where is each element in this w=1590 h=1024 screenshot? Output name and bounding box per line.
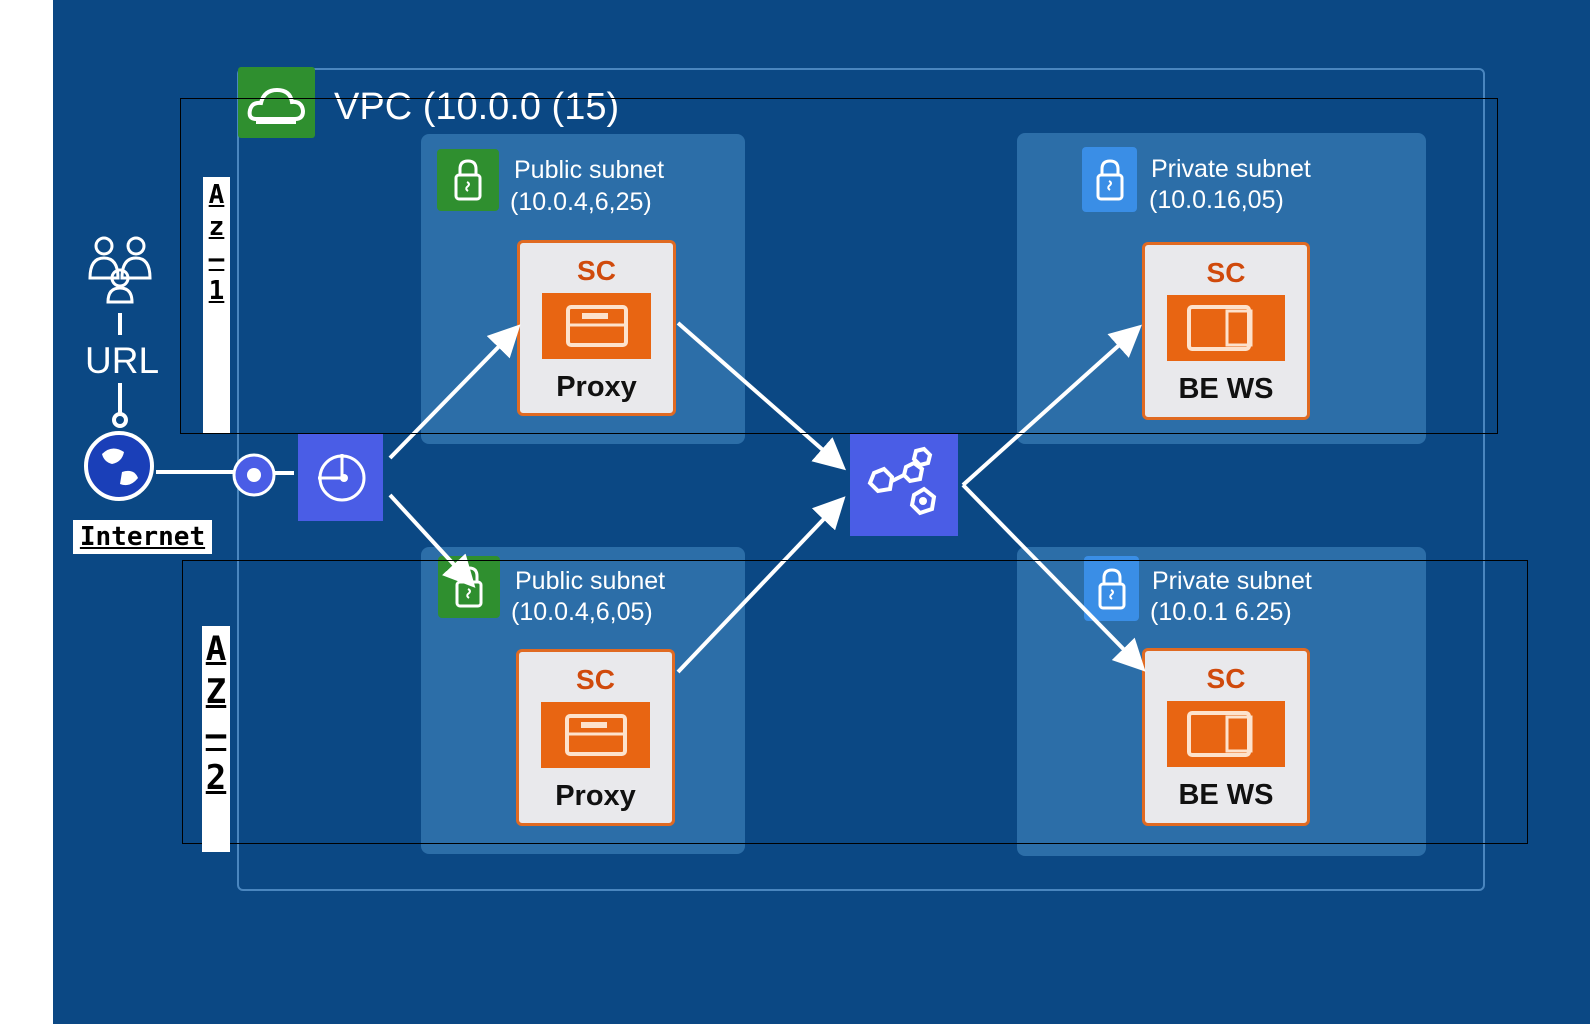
subnet-cidr: (10.0.16,05) [1149, 186, 1284, 214]
vpc-title: VPC (10.0.0 (15) [334, 86, 620, 128]
service-name: BE WS [1178, 373, 1274, 405]
subnet-cidr: (10.0.4,6,25) [510, 188, 652, 216]
proxy-card-az2: SC Proxy [516, 649, 675, 826]
gateway-connector-icon [231, 452, 277, 498]
users-icon [86, 234, 156, 306]
service-label: SC [1206, 257, 1246, 288]
service-name: Proxy [556, 371, 637, 403]
service-label: SC [1206, 663, 1246, 694]
service-name: BE WS [1178, 779, 1274, 811]
vpc-cloud-icon [238, 67, 315, 138]
bews-card-az1: SC BE WS [1142, 242, 1310, 420]
url-label: URL [85, 340, 160, 381]
url-connector-dot [112, 412, 128, 428]
service-label: SC [576, 664, 615, 695]
server-icon [541, 702, 650, 768]
lock-icon [437, 149, 499, 211]
subnet-title: Private subnet [1151, 155, 1311, 183]
arrow-to-proxy-az1 [388, 324, 521, 460]
arrow-to-proxy-az2 [388, 493, 476, 588]
service-label: SC [577, 255, 616, 286]
subnet-cidr: (10.0.4,6,05) [511, 598, 653, 626]
arrow-mesh-bews2 [961, 483, 1146, 672]
bews-card-az2: SC BE WS [1142, 648, 1310, 826]
lock-icon [1082, 147, 1137, 212]
load-balancer-icon[interactable] [298, 434, 383, 521]
subnet-title: Private subnet [1152, 567, 1312, 595]
arrow-proxy2-mesh [676, 496, 846, 674]
arrow-proxy1-mesh [676, 321, 847, 471]
subnet-title: Public subnet [515, 567, 666, 595]
internet-label: Internet [73, 520, 212, 554]
server-icon [1167, 295, 1285, 361]
service-name: Proxy [555, 780, 636, 812]
globe-icon [82, 430, 156, 502]
subnet-title: Public subnet [514, 156, 665, 184]
server-icon [1167, 701, 1285, 767]
lock-icon [1084, 556, 1139, 621]
az1-frame [180, 98, 1498, 434]
subnet-cidr: (10.0.1 6.25) [1150, 598, 1292, 626]
az2-frame [182, 560, 1528, 844]
arrow-mesh-bews1 [961, 324, 1142, 487]
server-icon [542, 293, 651, 359]
proxy-card-az1: SC Proxy [517, 240, 676, 416]
service-mesh-icon[interactable] [850, 433, 958, 536]
